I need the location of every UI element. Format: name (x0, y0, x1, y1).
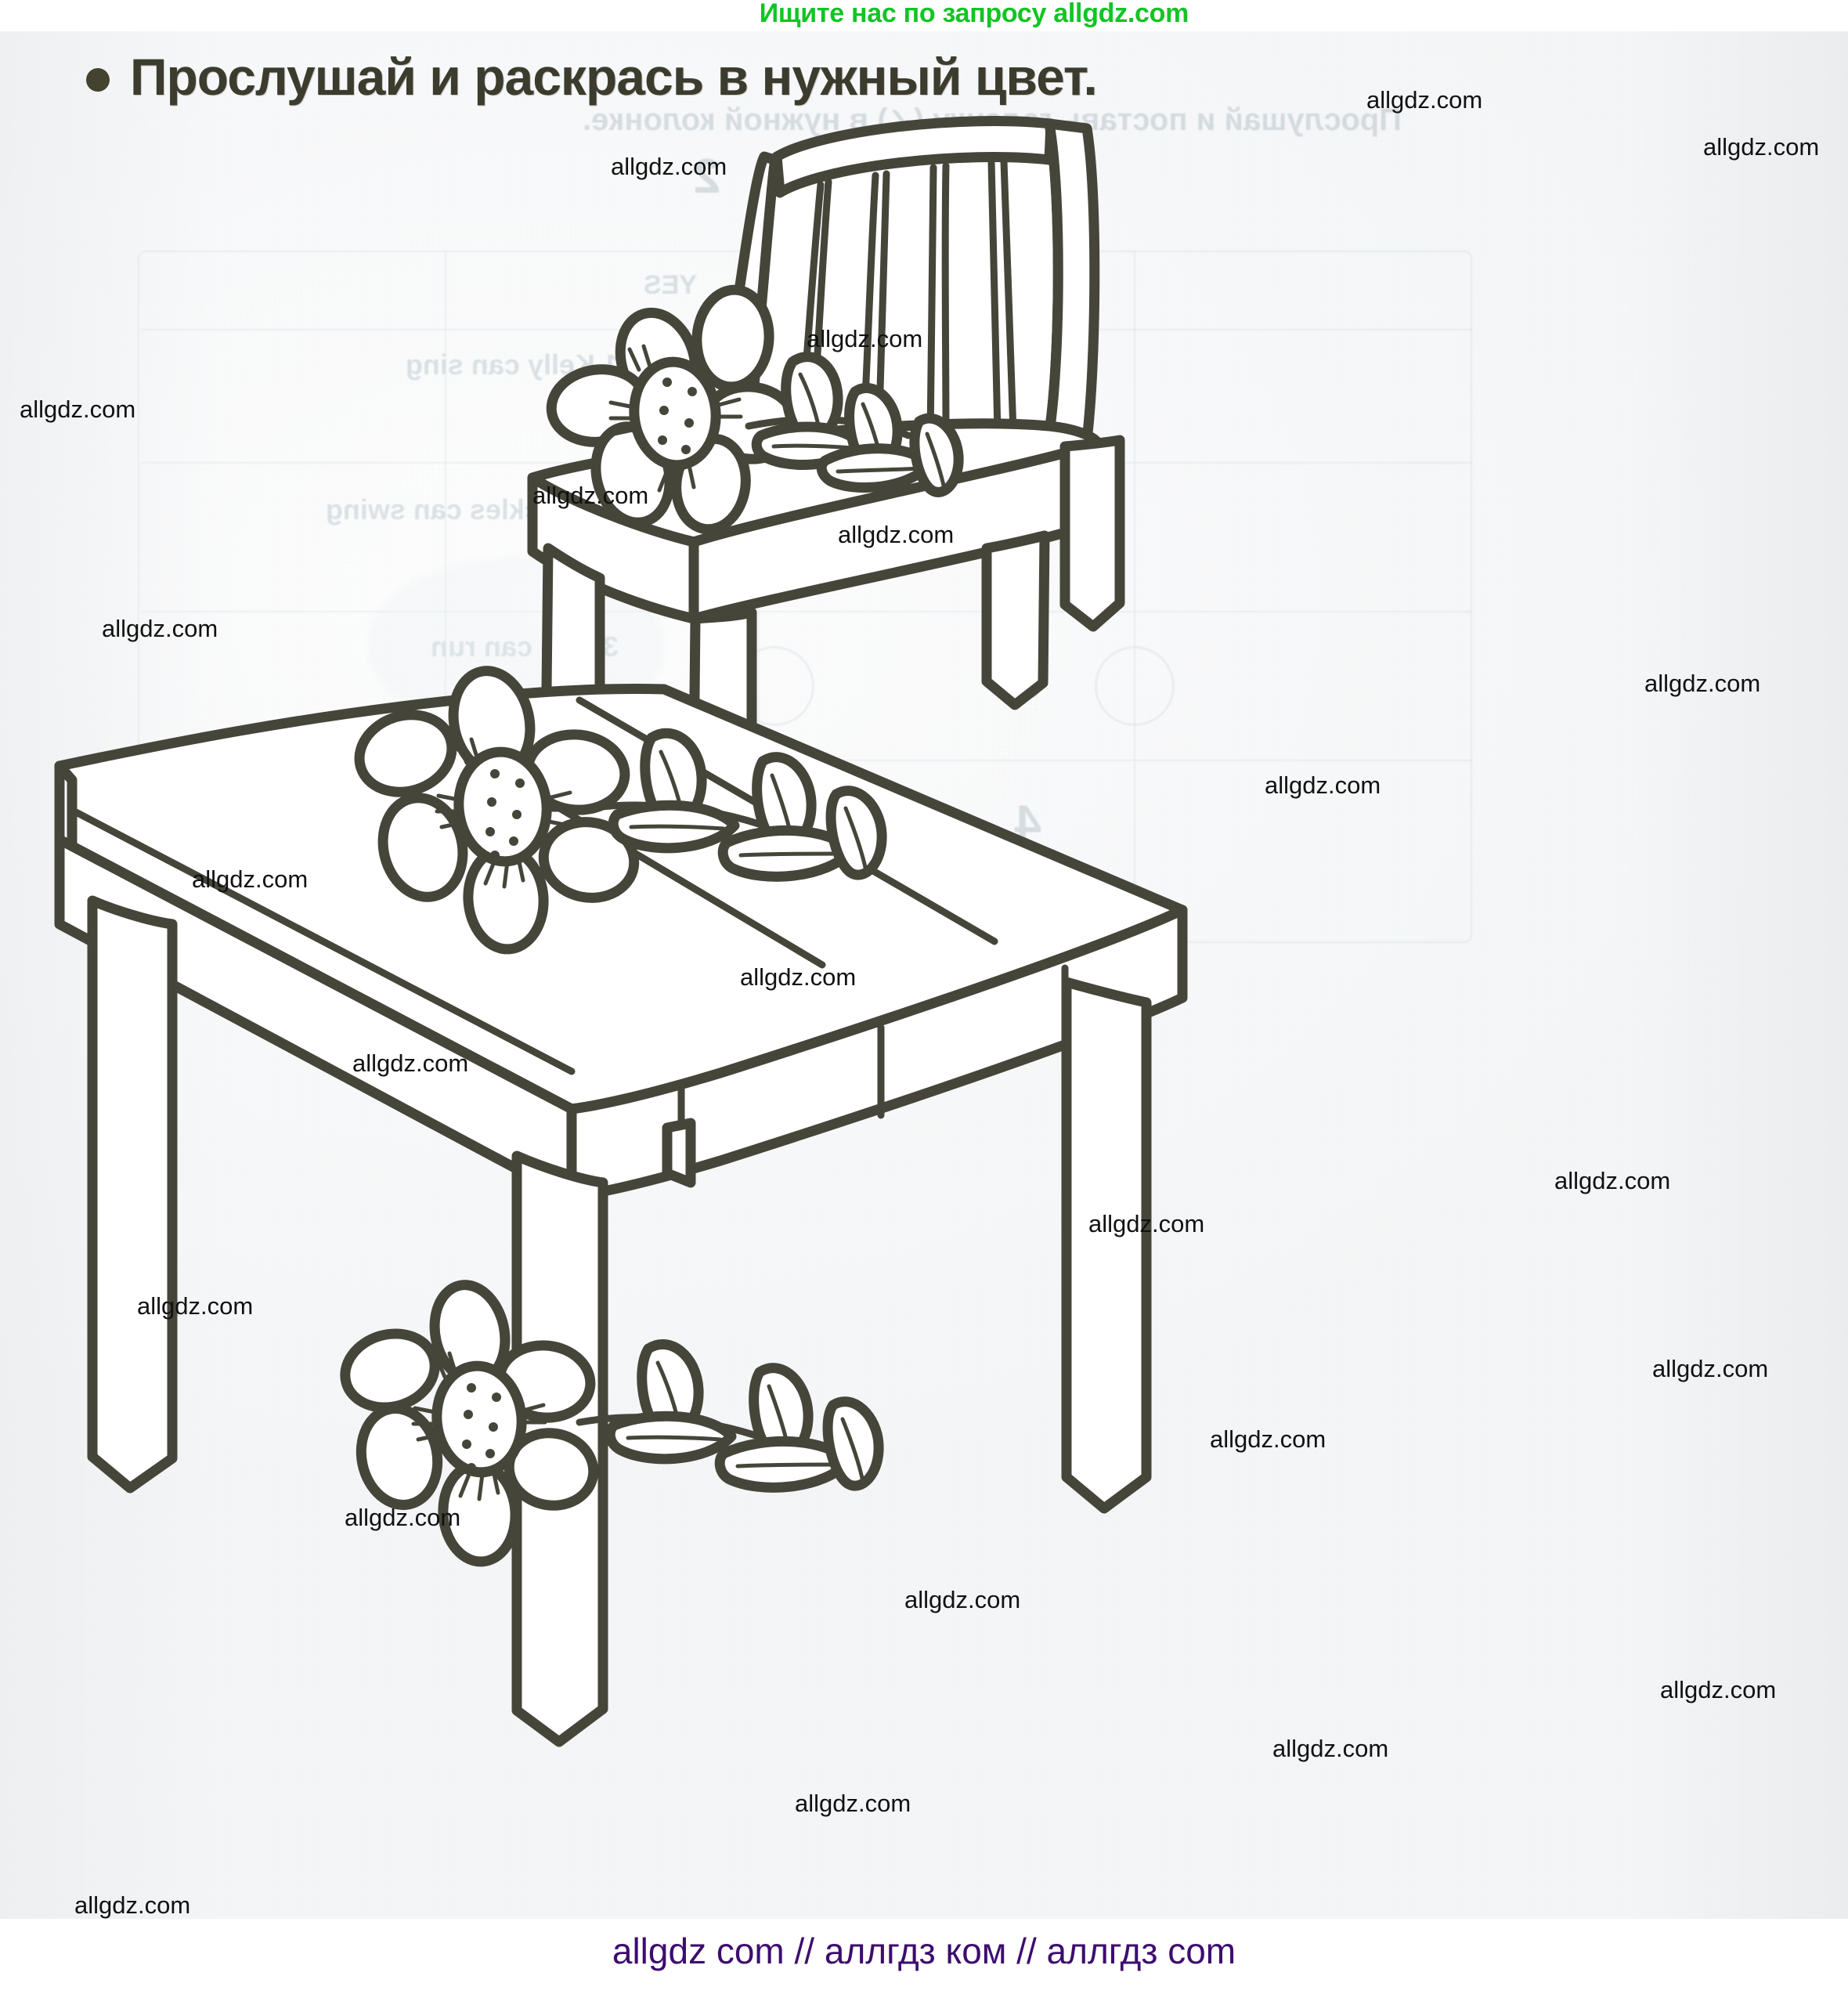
watermark-text: allgdz.com (20, 396, 136, 423)
flower-hair (458, 1468, 500, 1501)
leaf-vein (840, 1417, 865, 1484)
table-top-flower (354, 666, 640, 955)
watermark-text: allgdz.com (1554, 1167, 1671, 1194)
scanned-worksheet-page: Прослушай и поставь галочку (✓) в нужной… (0, 31, 1848, 1919)
flower-center-dot (467, 1383, 476, 1393)
table-top-right-thickness (566, 905, 1188, 1202)
flower-hair (518, 1403, 547, 1425)
flower-center-dot (662, 377, 672, 387)
flower-center-dot (490, 851, 500, 860)
flower-center-dot (688, 387, 697, 396)
watermark-text: allgdz.com (1660, 1676, 1777, 1703)
table-drawing (54, 666, 1188, 1747)
chair-back-right-leg (1059, 435, 1125, 632)
leaf-vein (738, 851, 842, 858)
chair-slat-4 (987, 157, 1002, 438)
watermark-text: allgdz.com (1272, 1735, 1389, 1762)
flower-petal (438, 1459, 521, 1567)
flower-hair (433, 1351, 458, 1379)
flower-center-dot (512, 810, 522, 819)
footer-site-text: allgdz com // аллгдз ком // аллгдз com (612, 1931, 1236, 1971)
flower-center-dot (489, 1422, 498, 1432)
table-top-inner-edge (56, 800, 576, 1075)
flower-hair (543, 790, 574, 828)
flower-center-dot (681, 445, 691, 454)
leaf-vein (735, 1462, 839, 1468)
flower-center-dot (485, 1449, 495, 1458)
leaf (816, 443, 936, 493)
leaf-vein (771, 443, 854, 450)
leaf-vein (836, 466, 922, 474)
flower-hair (411, 1406, 442, 1442)
leaf-vein (843, 806, 868, 873)
leaf-vein (925, 432, 947, 491)
flower-center-dot (509, 836, 518, 846)
footer-band: allgdz com // аллгдз ком // аллгдз com (0, 1919, 1848, 1994)
flower-center-dot (462, 1440, 471, 1449)
table-top-leaf-sprig (583, 728, 887, 882)
chair-slat-4b (1000, 157, 1017, 436)
flower-petal (538, 817, 640, 903)
flower-petal (354, 710, 457, 797)
table-leg-back-right (1061, 977, 1152, 1514)
promo-banner-text: Ищите нас по запросу allgdz.com (759, 0, 1189, 28)
flower-hair (657, 463, 696, 496)
chair-back-right-post (1044, 118, 1100, 446)
flower-center-dot (492, 1393, 501, 1402)
chair-slat-3 (926, 164, 937, 443)
flower-petal (356, 1403, 443, 1510)
flower-hair (608, 400, 638, 436)
table-leg-front-left (87, 895, 178, 1494)
flower-center-dot (490, 769, 500, 778)
flower-hair (455, 737, 480, 765)
flower-center-dot (485, 827, 495, 836)
chair-front-right-leg (981, 530, 1050, 710)
leaf-vein (629, 824, 726, 831)
watermark-text: allgdz.com (1652, 1355, 1769, 1382)
exercise-heading: Прослушай и раскрась в нужный цвет. (86, 47, 1098, 107)
flower-center-dot (467, 1463, 476, 1472)
flower-center-dot (658, 435, 667, 445)
chair-slat-3b (941, 162, 950, 441)
watermark-text: allgdz.com (102, 615, 218, 642)
page-title: Прослушай и раскрась в нужный цвет. (130, 48, 1098, 106)
flower-center-dot (515, 778, 525, 788)
chair-drawing (527, 116, 1125, 803)
table-under-flower (340, 1280, 599, 1567)
flower-petal (340, 1328, 440, 1413)
flower-hair (713, 397, 743, 419)
table-leg-back-left-stub (662, 1118, 696, 1188)
flower-hair (435, 793, 466, 829)
chair-flower (546, 284, 801, 535)
flower-center-dot (659, 406, 669, 415)
leaf-vein (626, 1435, 723, 1442)
chair-leaf-sprig (745, 352, 964, 497)
flower-hair (483, 856, 525, 889)
flower-center-dot (684, 418, 694, 428)
flower-petal (377, 793, 468, 902)
flower-hair (627, 344, 652, 372)
flower-center-dot (464, 1410, 473, 1419)
bullet-point-icon (86, 68, 110, 92)
flower-center-dot (487, 797, 496, 807)
table-under-leaf-sprig (576, 1339, 884, 1493)
promo-band: Ищите нас по запросу allgdz.com (0, 0, 1848, 31)
watermark-text: allgdz.com (74, 1891, 191, 1919)
